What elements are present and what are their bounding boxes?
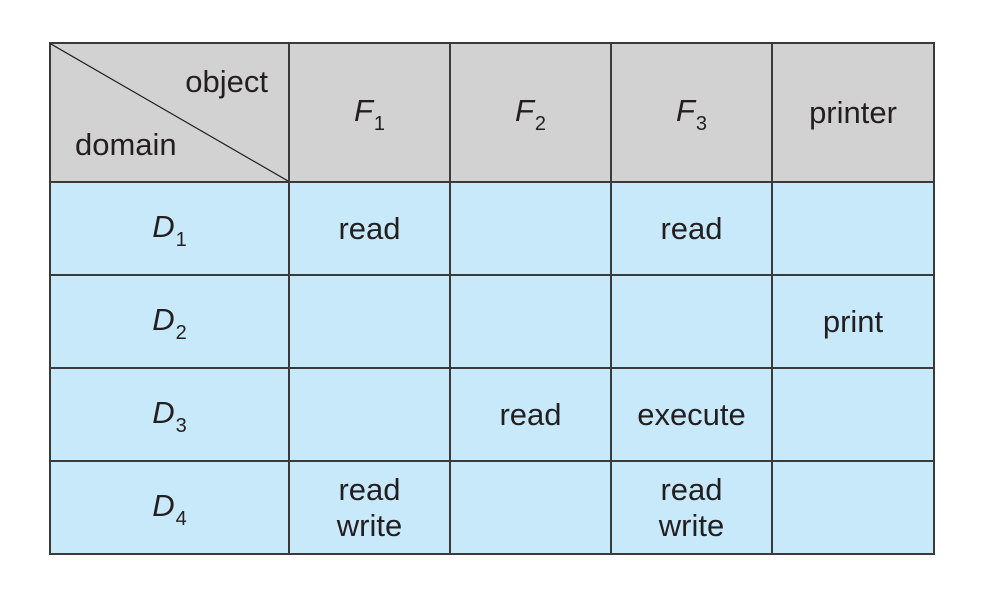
row-header: D2 [49, 274, 290, 369]
row-header-sub: 3 [175, 414, 187, 437]
column-header: F3 [610, 42, 773, 183]
column-header-base: F [514, 92, 534, 128]
cell-text: print [822, 303, 884, 339]
domain-label: domain [75, 127, 177, 162]
matrix-cell: read [610, 181, 773, 276]
matrix-cell [771, 367, 935, 462]
matrix-cell: print [771, 274, 935, 369]
matrix-cell [771, 181, 935, 276]
access-matrix: object domain F1 F2 F3 printer D1 read r… [49, 42, 935, 555]
column-header-sub: 2 [534, 112, 547, 135]
column-header-base: F [675, 92, 695, 128]
column-header-base: printer [809, 94, 897, 130]
row-header-sub: 2 [175, 321, 187, 344]
column-header: F1 [288, 42, 451, 183]
cell-text: read [338, 471, 401, 507]
column-header-sub: 1 [373, 112, 386, 135]
cell-text: read [499, 396, 562, 432]
column-header-base: F [353, 92, 373, 128]
matrix-cell [610, 274, 773, 369]
matrix-cell [449, 181, 612, 276]
matrix-cell: read [288, 181, 451, 276]
corner-cell: object domain [49, 42, 290, 183]
matrix-cell: read [449, 367, 612, 462]
row-header-sub: 4 [175, 507, 187, 530]
table-row: D2 print [49, 274, 935, 369]
row-header: D4 [49, 460, 290, 555]
diagonal-line [51, 44, 288, 181]
column-header: printer [771, 42, 935, 183]
table-row: D1 read read [49, 181, 935, 276]
object-label: object [185, 64, 268, 99]
matrix-cell [288, 367, 451, 462]
row-header-base: D [152, 394, 175, 430]
cell-text: execute [637, 396, 746, 432]
row-header: D1 [49, 181, 290, 276]
cell-text: write [658, 507, 725, 543]
column-header-sub: 3 [695, 112, 708, 135]
table-row: D3 read execute [49, 367, 935, 462]
matrix-cell [449, 274, 612, 369]
cell-text: read [660, 210, 723, 246]
row-header-base: D [152, 208, 175, 244]
row-header-base: D [152, 487, 175, 523]
row-header-sub: 1 [175, 228, 187, 251]
matrix-cell: execute [610, 367, 773, 462]
column-header: F2 [449, 42, 612, 183]
matrix-cell [771, 460, 935, 555]
header-row: object domain F1 F2 F3 printer [49, 42, 935, 183]
cell-text: write [336, 507, 403, 543]
cell-text: read [660, 471, 723, 507]
row-header-base: D [152, 301, 175, 337]
matrix-cell [288, 274, 451, 369]
matrix-cell [449, 460, 612, 555]
cell-text: read [338, 210, 401, 246]
row-header: D3 [49, 367, 290, 462]
